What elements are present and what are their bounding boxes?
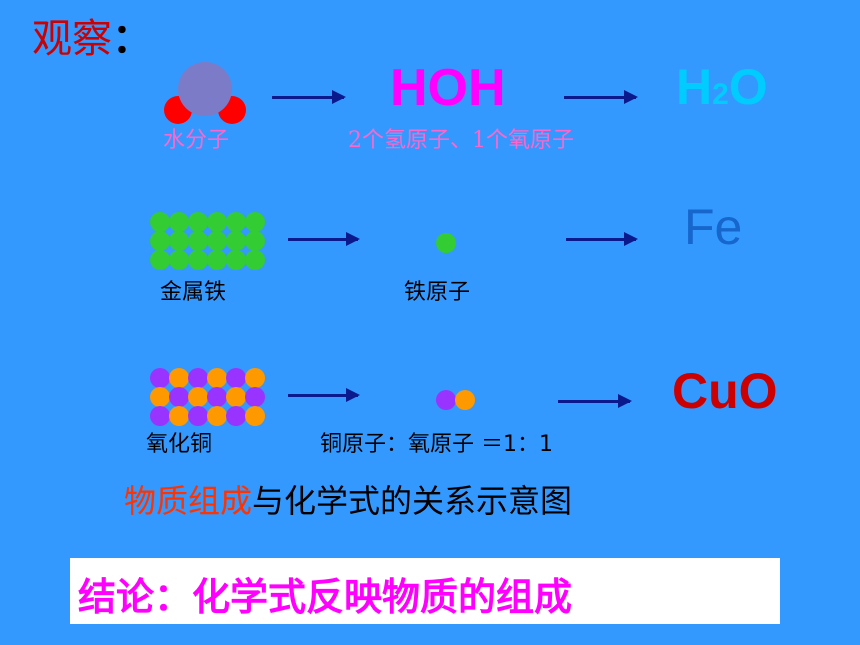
iron-atom — [245, 250, 265, 270]
oxygen-atom — [226, 387, 246, 407]
atom-count-note: 2个氢原子、1个氧原子 — [348, 128, 574, 153]
arrow-icon — [272, 90, 346, 104]
arrow-icon — [566, 232, 638, 246]
oxygen-atom — [169, 406, 189, 426]
arrow-icon — [564, 90, 638, 104]
copper-atom — [150, 368, 170, 388]
formula-hoh: HOH — [390, 59, 506, 117]
copper-atom — [169, 387, 189, 407]
conclusion-text: 结论：化学式反映物质的组成 — [78, 575, 573, 619]
arrow-icon — [288, 232, 360, 246]
copper-oxide-lattice — [150, 368, 268, 428]
diagram-caption: 物质组成与化学式的关系示意图 — [124, 476, 572, 522]
water-molecule-diagram — [162, 62, 252, 130]
iron-atom — [207, 231, 227, 251]
formula-cuo: CuO — [672, 363, 778, 419]
iron-atom — [226, 212, 246, 232]
oxygen-atom-single — [455, 390, 475, 410]
iron-atom — [150, 231, 170, 251]
oxygen-atom — [207, 406, 227, 426]
iron-atom — [188, 231, 208, 251]
iron-atom — [207, 212, 227, 232]
formula-h2o: H2O — [676, 58, 768, 116]
iron-atom — [188, 212, 208, 232]
arrow-icon — [288, 388, 360, 402]
formula-h2o-o: O — [728, 59, 768, 115]
copper-atom — [188, 406, 208, 426]
water-molecule-label: 水分子 — [163, 128, 230, 153]
iron-atom — [245, 212, 265, 232]
iron-atom — [150, 212, 170, 232]
title-text: 观察 — [32, 16, 112, 62]
iron-atom-label: 铁原子 — [404, 280, 471, 305]
copper-atom — [188, 368, 208, 388]
title-colon: ： — [112, 15, 152, 62]
copper-atom-single — [436, 390, 456, 410]
copper-atom — [226, 368, 246, 388]
copper-atom — [150, 406, 170, 426]
slide-title: 观察： — [32, 6, 152, 64]
oxygen-atom — [245, 406, 265, 426]
formula-h2o-h: H — [676, 59, 713, 115]
oxygen-atom — [169, 368, 189, 388]
formula-h2o-subscript: 2 — [712, 78, 729, 111]
oxygen-atom — [178, 62, 232, 116]
iron-atom — [169, 231, 189, 251]
metal-iron-label: 金属铁 — [160, 280, 227, 305]
copper-atom — [245, 387, 265, 407]
iron-atom-single — [436, 233, 456, 253]
copper-oxide-label: 氧化铜 — [146, 432, 213, 457]
iron-atom — [169, 250, 189, 270]
oxygen-atom — [245, 368, 265, 388]
iron-atom — [245, 231, 265, 251]
iron-atom — [188, 250, 208, 270]
oxygen-atom — [150, 387, 170, 407]
conclusion-box: 结论：化学式反映物质的组成 — [70, 558, 780, 624]
iron-atom — [226, 250, 246, 270]
iron-atom — [226, 231, 246, 251]
iron-atom — [169, 212, 189, 232]
iron-atom — [207, 250, 227, 270]
oxygen-atom — [188, 387, 208, 407]
iron-atom — [150, 250, 170, 270]
arrow-icon — [558, 394, 632, 408]
caption-highlight: 物质组成 — [124, 482, 253, 520]
oxygen-atom — [207, 368, 227, 388]
atom-ratio-label: 铜原子：氧原子 ＝1：1 — [320, 432, 553, 457]
copper-atom — [226, 406, 246, 426]
formula-fe: Fe — [684, 199, 743, 255]
copper-atom — [207, 387, 227, 407]
caption-rest: 与化学式的关系示意图 — [252, 482, 573, 520]
metal-iron-lattice — [150, 212, 268, 272]
